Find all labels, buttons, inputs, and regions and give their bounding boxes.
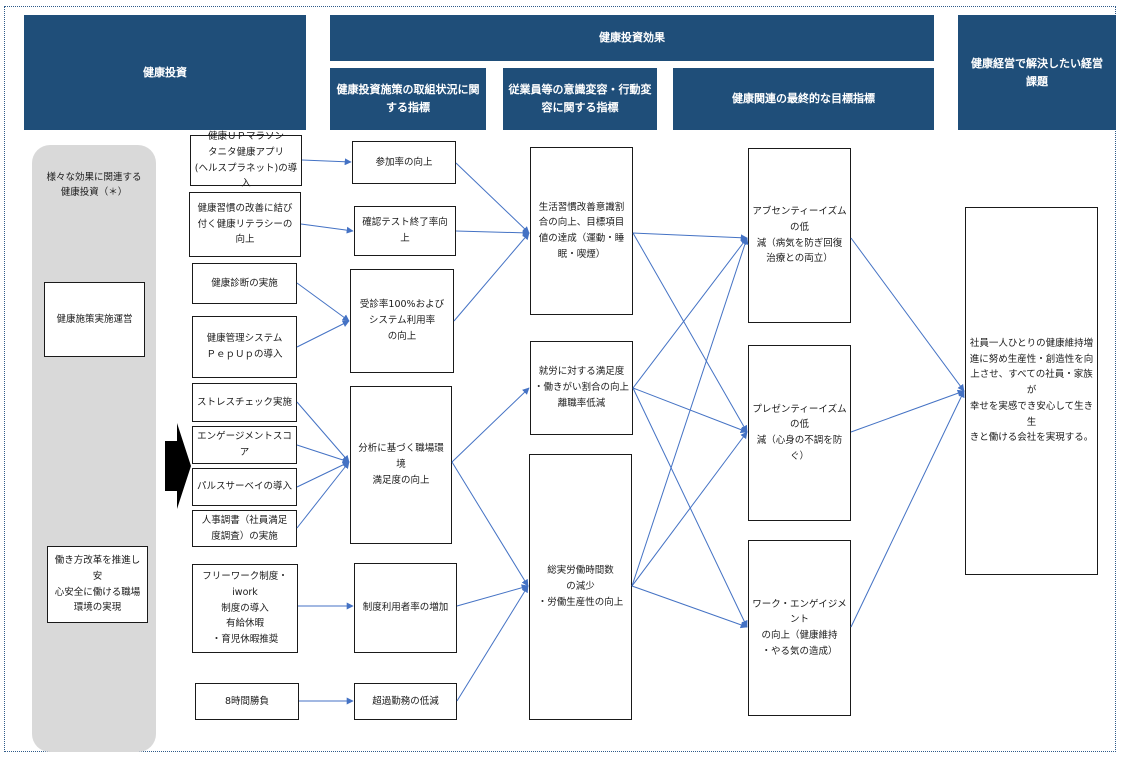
- investment-kenshin: 健康診断の実施: [192, 263, 297, 304]
- investment-pepup: 健康管理システム ＰｅｐＵｐの導入: [192, 316, 297, 378]
- header-kenko-toshi: 健康投資: [24, 15, 306, 130]
- investment-8hour: 8時間勝負: [195, 683, 299, 720]
- indicator-kakunin: 確認テスト終了率向上: [354, 206, 456, 256]
- indicator-seido: 制度利用者率の増加: [354, 563, 457, 653]
- investment-pulse: パルスサーベイの導入: [192, 468, 297, 506]
- indicator-chouka: 超過勤務の低減: [354, 683, 457, 720]
- investment-engagement: エンゲージメントスコア: [192, 426, 297, 464]
- investment-literacy: 健康習慣の改善に結び 付く健康リテラシーの向上: [189, 192, 301, 257]
- header-kenko-toshi-koka: 健康投資効果: [330, 15, 934, 61]
- related-investment-note: 様々な効果に関連する 健康投資（＊）: [46, 172, 142, 199]
- investment-stresscheck: ストレスチェック実施: [192, 383, 297, 422]
- investment-jinji: 人事調書（社員満足 度調査）の実施: [192, 510, 297, 547]
- diagram-frame: [4, 6, 1116, 752]
- behavior-roudou: 総実労働時間数 の減少 ・労働生産性の向上: [529, 454, 632, 720]
- left-box-hatarakikata: 働き方改革を推進し安 心安全に働ける職場 環境の実現: [47, 546, 148, 623]
- indicator-shokuba: 分析に基づく職場環境 満足度の向上: [350, 386, 452, 544]
- header-saishu: 健康関連の最終的な目標指標: [673, 68, 934, 130]
- investment-marathon: 健康ＵＰマラソン タニタ健康アプリ (ヘルスプラネット)の導入: [190, 131, 302, 189]
- header-kadai: 健康経営で解決したい経営 課題: [958, 15, 1116, 130]
- management-issue: 社員一人ひとりの健康維持増 進に努め生産性・創造性を向 上させ、すべての社員・家…: [965, 207, 1098, 575]
- behavior-manzoku: 就労に対する満足度 ・働きがい割合の向上 離職率低減: [530, 341, 633, 435]
- investment-freework: フリーワーク制度・iwork 制度の導入 有給休暇 ・育児休暇推奨: [192, 564, 298, 653]
- left-box-kenko-shisaku: 健康施策実施運営: [44, 282, 145, 357]
- indicator-jushin: 受診率100%および システム利用率 の向上: [350, 269, 454, 373]
- indicator-sanka: 参加率の向上: [352, 141, 456, 184]
- header-torikumi: 健康投資施策の取組状況に関 する指標: [330, 68, 486, 130]
- big-arrow-icon: [165, 423, 191, 509]
- goal-engagement: ワーク・エンゲイジメント の向上（健康維持 ・やる気の造成）: [748, 540, 851, 716]
- goal-presenteeism: プレゼンティーイズムの低 減（心身の不調を防 ぐ）: [748, 345, 851, 521]
- goal-absenteeism: アブセンティーイズムの低 減（病気を防ぎ回復 治療との両立）: [748, 148, 851, 323]
- behavior-seikatsu: 生活習慣改善意識割 合の向上、目標項目 値の達成（運動・睡 眠・喫煙）: [530, 147, 633, 315]
- related-investment-panel: [32, 145, 156, 752]
- header-ishiki: 従業員等の意識変容・行動変 容に関する指標: [503, 68, 657, 130]
